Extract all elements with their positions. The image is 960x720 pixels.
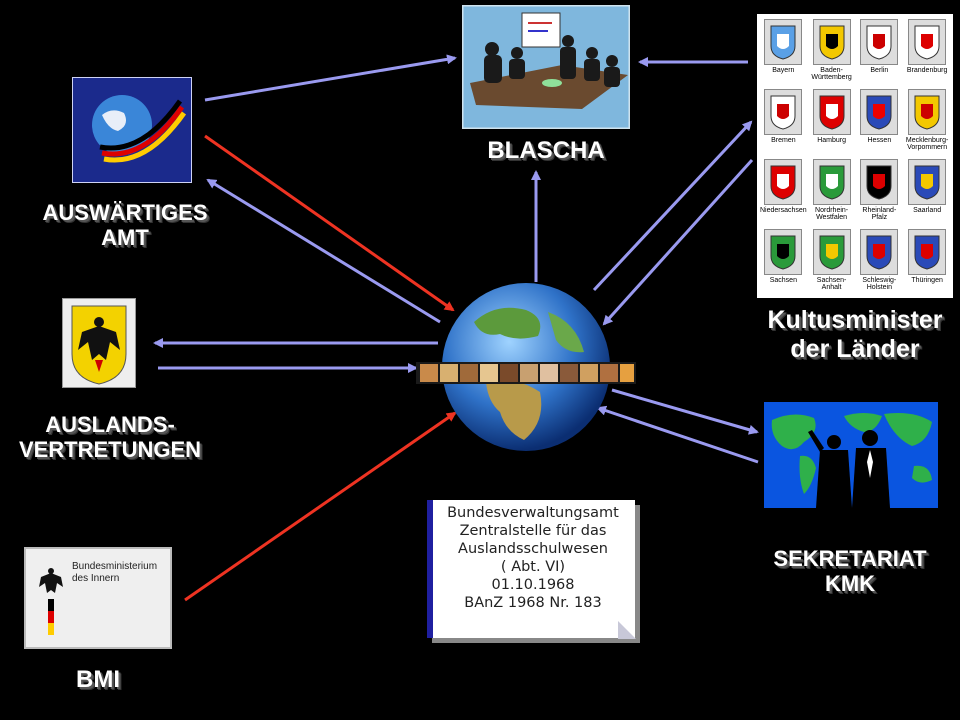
- crest-item: Schleswig- Holstein: [856, 227, 902, 295]
- crest-label: Brandenburg: [906, 67, 948, 74]
- coat-of-arms-icon: [860, 89, 899, 135]
- document-line: 01.10.1968: [491, 577, 575, 593]
- coat-of-arms-icon: [908, 229, 947, 275]
- crest-item: Baden- Württemberg: [809, 17, 855, 85]
- bmi-label: BMI: [76, 666, 120, 693]
- document-line: Zentralstelle für das: [459, 523, 607, 539]
- arrow-bmi-to-globe: [184, 411, 457, 602]
- crest-label: Rheinland- Pfalz: [862, 207, 897, 222]
- kultusminister-label: Kultusminister der Länder: [750, 306, 960, 364]
- crest-label: Bremen: [771, 137, 796, 144]
- kultusminister-label-line-2: der Länder: [790, 334, 920, 363]
- kmk-label: SEKRETARIAT KMK: [740, 546, 960, 597]
- arrow-aa-to-globe: [204, 134, 455, 312]
- crest-label: Niedersachsen: [760, 207, 807, 214]
- crest-item: Hamburg: [809, 87, 855, 155]
- document-folded-corner: [618, 621, 636, 639]
- crest-item: Saarland: [904, 157, 950, 225]
- meeting-presentation-icon: [460, 3, 632, 131]
- crest-label: Hessen: [867, 137, 892, 144]
- coat-of-arms-icon: [908, 89, 947, 135]
- document-line: Auslandsschulwesen: [458, 541, 608, 557]
- auswaertiges-amt-logo: [71, 76, 193, 184]
- coat-of-arms-icon: [812, 19, 851, 65]
- arrow-aa-to-blascha: [204, 54, 457, 102]
- coat-of-arms-icon: [764, 89, 803, 135]
- auslandsvertretungen-emblem: [61, 297, 137, 389]
- crest-item: Nordrhein- Westfalen: [809, 157, 855, 225]
- blascha-label: BLASCHA: [487, 137, 605, 164]
- arrow-kmk-to-globe: [596, 405, 759, 464]
- crest-label: Berlin: [870, 67, 889, 74]
- crest-item: Sachsen- Anhalt: [809, 227, 855, 295]
- blascha-image: [460, 3, 632, 131]
- bmi-logo: Bundesministerium des Innern: [24, 547, 172, 649]
- bmi-logo-text-line-2: des Innern: [72, 573, 120, 584]
- kmk-label-line-2: KMK: [824, 571, 876, 597]
- coat-of-arms-icon: [860, 229, 899, 275]
- crest-label: Hamburg: [817, 137, 846, 144]
- arrow-globe-to-aa: [206, 178, 441, 324]
- crest-item: Rheinland- Pfalz: [856, 157, 902, 225]
- coat-of-arms-icon: [908, 19, 947, 65]
- document-line: BAnZ 1968 Nr. 183: [464, 595, 602, 611]
- auslandsvertretungen-label-line-1: AUSLANDS-: [45, 412, 175, 437]
- crest-item: Berlin: [856, 17, 902, 85]
- crest-item: Brandenburg: [904, 17, 950, 85]
- crest-label: Sachsen: [769, 277, 797, 284]
- crest-item: Hessen: [856, 87, 902, 155]
- crest-label: Saarland: [913, 207, 942, 214]
- coat-of-arms-icon: [812, 159, 851, 205]
- coat-of-arms-icon: [860, 159, 899, 205]
- crest-item: Bayern: [760, 17, 807, 85]
- center-globe: [416, 282, 636, 452]
- auslandsvertretungen-label: AUSLANDS- VERTRETUNGEN: [0, 412, 220, 463]
- crest-label: Schleswig- Holstein: [862, 277, 897, 292]
- globe-icon: [416, 283, 636, 451]
- coat-of-arms-icon: [908, 159, 947, 205]
- crest-label: Bayern: [772, 67, 795, 74]
- crest-item: Niedersachsen: [760, 157, 807, 225]
- globe-swoosh-logo-icon: [71, 76, 193, 184]
- federal-eagle-icon: [61, 297, 137, 389]
- laender-crests-grid: Bayern Baden- Württemberg Berlin Brandenbur…: [757, 14, 953, 298]
- crest-item: Bremen: [760, 87, 807, 155]
- crest-label: Nordrhein- Westfalen: [815, 207, 849, 222]
- bundesverwaltungsamt-document: Bundesverwaltungsamt Zentralstelle für d…: [427, 500, 636, 639]
- crest-label: Sachsen- Anhalt: [816, 277, 847, 292]
- arrow-globe-to-laender: [592, 120, 753, 292]
- document-line: Bundesverwaltungsamt: [447, 505, 619, 521]
- auswaertiges-amt-label: AUSWÄRTIGES AMT: [20, 200, 230, 251]
- crest-label: Baden- Württemberg: [811, 67, 852, 82]
- world-map-silhouettes-icon: [764, 402, 938, 508]
- arrow-globe-to-kmk: [611, 388, 759, 435]
- crest-item: Sachsen: [760, 227, 807, 295]
- kmk-label-line-1: SEKRETARIAT: [773, 546, 927, 571]
- bmi-logo-text-line-1: Bundesministerium: [72, 561, 158, 572]
- coat-of-arms-icon: [860, 19, 899, 65]
- coat-of-arms-icon: [764, 19, 803, 65]
- coat-of-arms-icon: [812, 229, 851, 275]
- kultusminister-label-line-1: Kultusminister: [767, 306, 943, 334]
- coat-of-arms-icon: [764, 159, 803, 205]
- federal-eagle-icon: [39, 568, 63, 635]
- crest-item: Mecklenburg- Vorpommern: [904, 87, 950, 155]
- crest-label: Mecklenburg- Vorpommern: [905, 137, 949, 152]
- kmk-image: [764, 402, 938, 508]
- document-line: ( Abt. VI): [500, 559, 566, 575]
- coat-of-arms-icon: [764, 229, 803, 275]
- document-edge: [427, 500, 433, 638]
- auswaertiges-amt-label-line-2: AMT: [101, 225, 149, 251]
- crest-item: Thüringen: [904, 227, 950, 295]
- auswaertiges-amt-label-line-1: AUSWÄRTIGES: [42, 200, 208, 225]
- coat-of-arms-icon: [812, 89, 851, 135]
- arrow-laender-to-globe: [602, 158, 754, 326]
- auslandsvertretungen-label-line-2: VERTRETUNGEN: [18, 437, 202, 463]
- crest-label: Thüringen: [911, 277, 943, 284]
